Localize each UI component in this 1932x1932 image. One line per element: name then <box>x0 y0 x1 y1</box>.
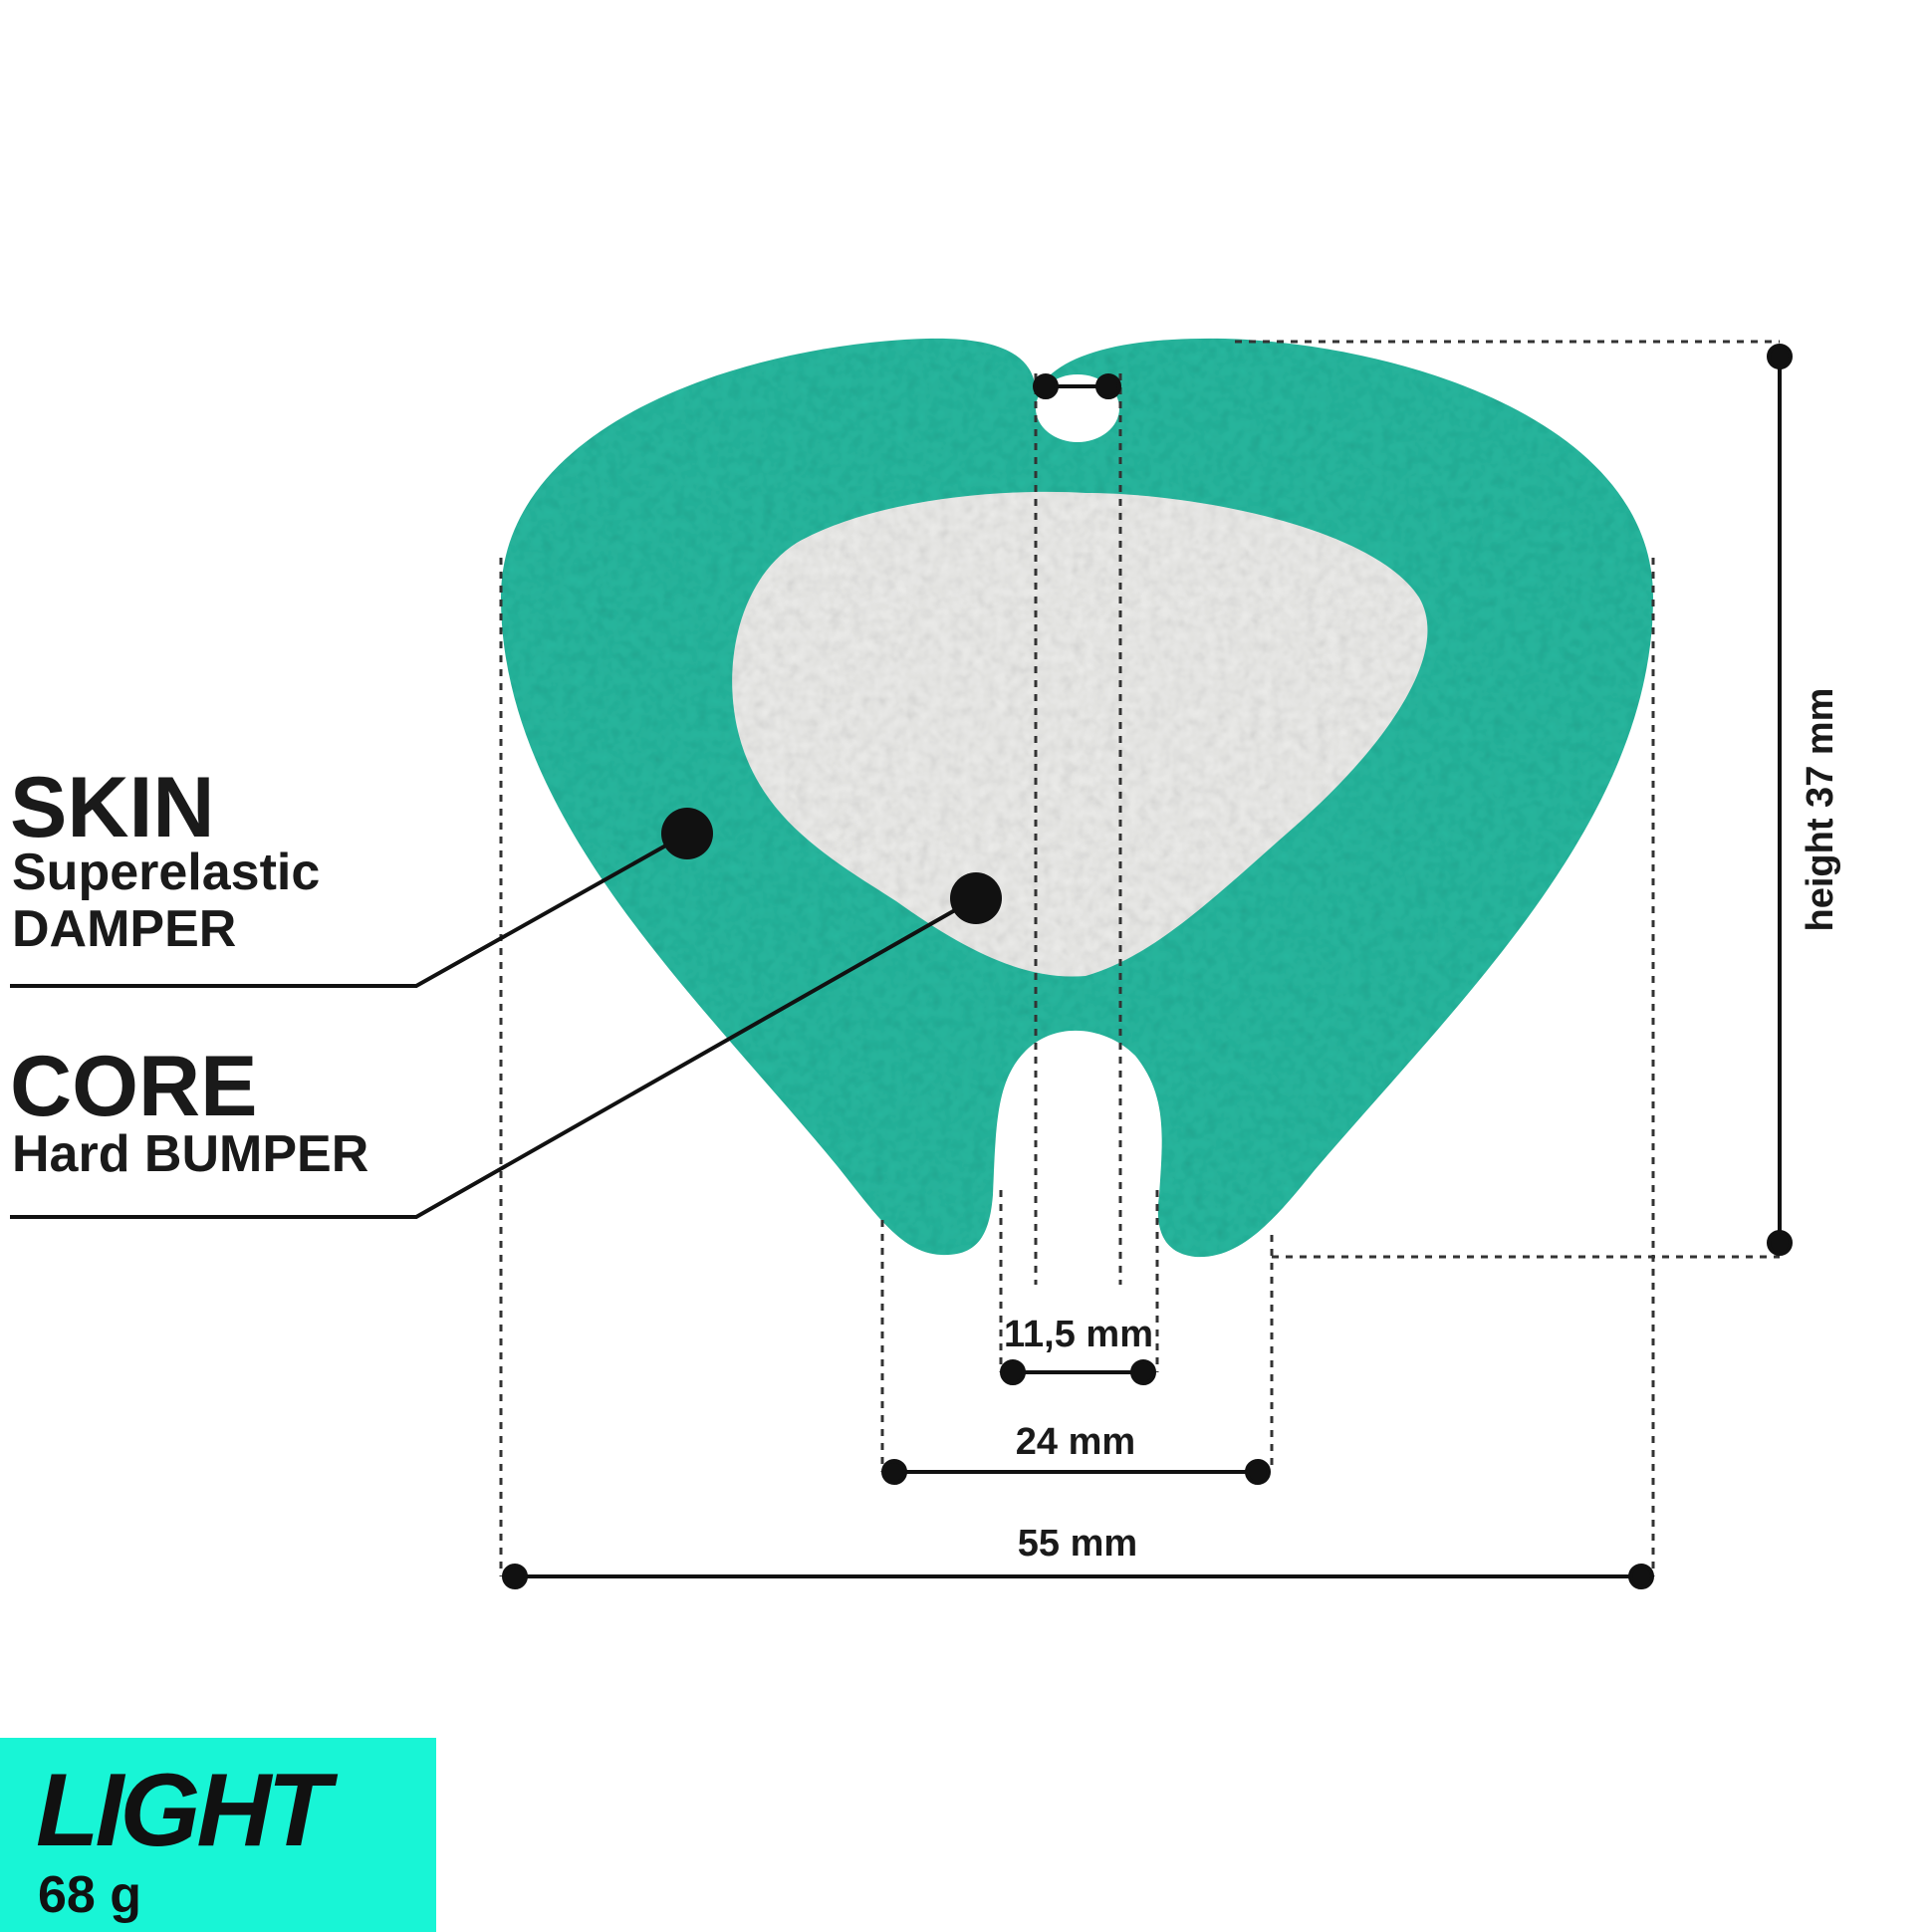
height-dot-bottom <box>1767 1230 1793 1256</box>
skin-callout-dot <box>661 808 713 859</box>
inner-gap-dot-right <box>1130 1359 1156 1385</box>
callout-leaders <box>10 832 977 1219</box>
total-width-dot-right <box>1628 1564 1654 1589</box>
model-name: LIGHT <box>36 1753 331 1868</box>
total-width-dot-left <box>502 1564 528 1589</box>
base-width-dot-right <box>1245 1459 1271 1485</box>
weight-badge: LIGHT 68 g <box>0 1738 436 1932</box>
skin-title: SKIN <box>10 760 214 855</box>
height-dot-top <box>1767 344 1793 369</box>
base-width-dot-left <box>881 1459 907 1485</box>
core-callout-dot <box>950 872 1002 924</box>
core-title: CORE <box>10 1039 257 1134</box>
inner-gap-label: 11,5 mm <box>1004 1314 1153 1355</box>
base-width-label: 24 mm <box>1016 1421 1135 1463</box>
skin-line2: DAMPER <box>12 900 236 958</box>
core-line1: Hard BUMPER <box>12 1125 368 1183</box>
skin-line1: Superelastic <box>12 844 320 901</box>
inner-gap-dot-left <box>1000 1359 1026 1385</box>
dimension-guides <box>499 340 1780 1576</box>
dimension-lines <box>502 344 1793 1589</box>
height-label: height 37 mm <box>1800 688 1841 932</box>
core-bumper-shape <box>732 491 1428 977</box>
weight-value: 68 g <box>38 1866 142 1924</box>
total-width-label: 55 mm <box>1018 1523 1137 1565</box>
